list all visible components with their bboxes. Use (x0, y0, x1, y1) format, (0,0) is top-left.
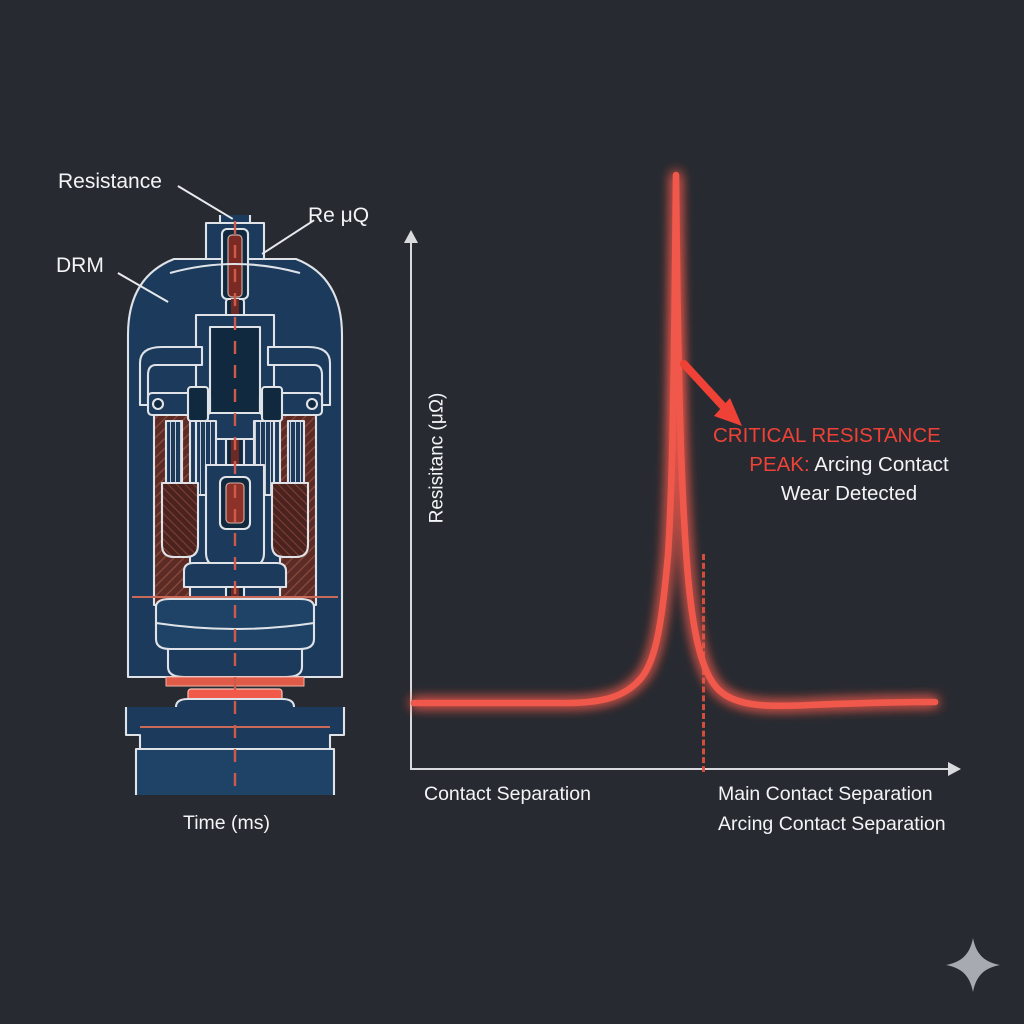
callout-line1: CRITICAL RESISTANCE (713, 424, 941, 447)
circuit-breaker-cutaway (124, 215, 346, 795)
xtick-main-contact-separation: Main Contact Separation (718, 783, 933, 805)
sparkle-icon (946, 938, 1000, 992)
base-cylinder-upper (134, 747, 336, 795)
callout-line2-red: PEAK: (749, 453, 810, 476)
y-axis-arrowhead (404, 230, 418, 243)
x-axis-line (410, 768, 950, 770)
label-drm: DRM (56, 254, 104, 277)
time-axis-label: Time (ms) (183, 812, 271, 834)
resistance-curve (410, 171, 939, 710)
callout-line2-white: Arcing Contact (814, 453, 949, 476)
callout-arrow (680, 360, 742, 426)
xtick-arcing-contact-separation: Arcing Contact Separation (718, 813, 946, 835)
callout-line3: Wear Detected (780, 482, 918, 505)
label-re-micro-ohm: Re μQ (308, 204, 370, 227)
y-axis-line (410, 243, 412, 770)
x-axis-arrowhead (948, 762, 961, 776)
resistance-chart: Resisitanc (μΩ) Contact Separation Main … (390, 171, 990, 835)
label-resistance: Resistance (58, 170, 162, 193)
insulator-drum (154, 597, 316, 651)
critical-peak-callout: CRITICAL RESISTANCE PEAK: Arcing Contact… (713, 421, 985, 508)
xtick-contact-separation: Contact Separation (424, 783, 591, 805)
